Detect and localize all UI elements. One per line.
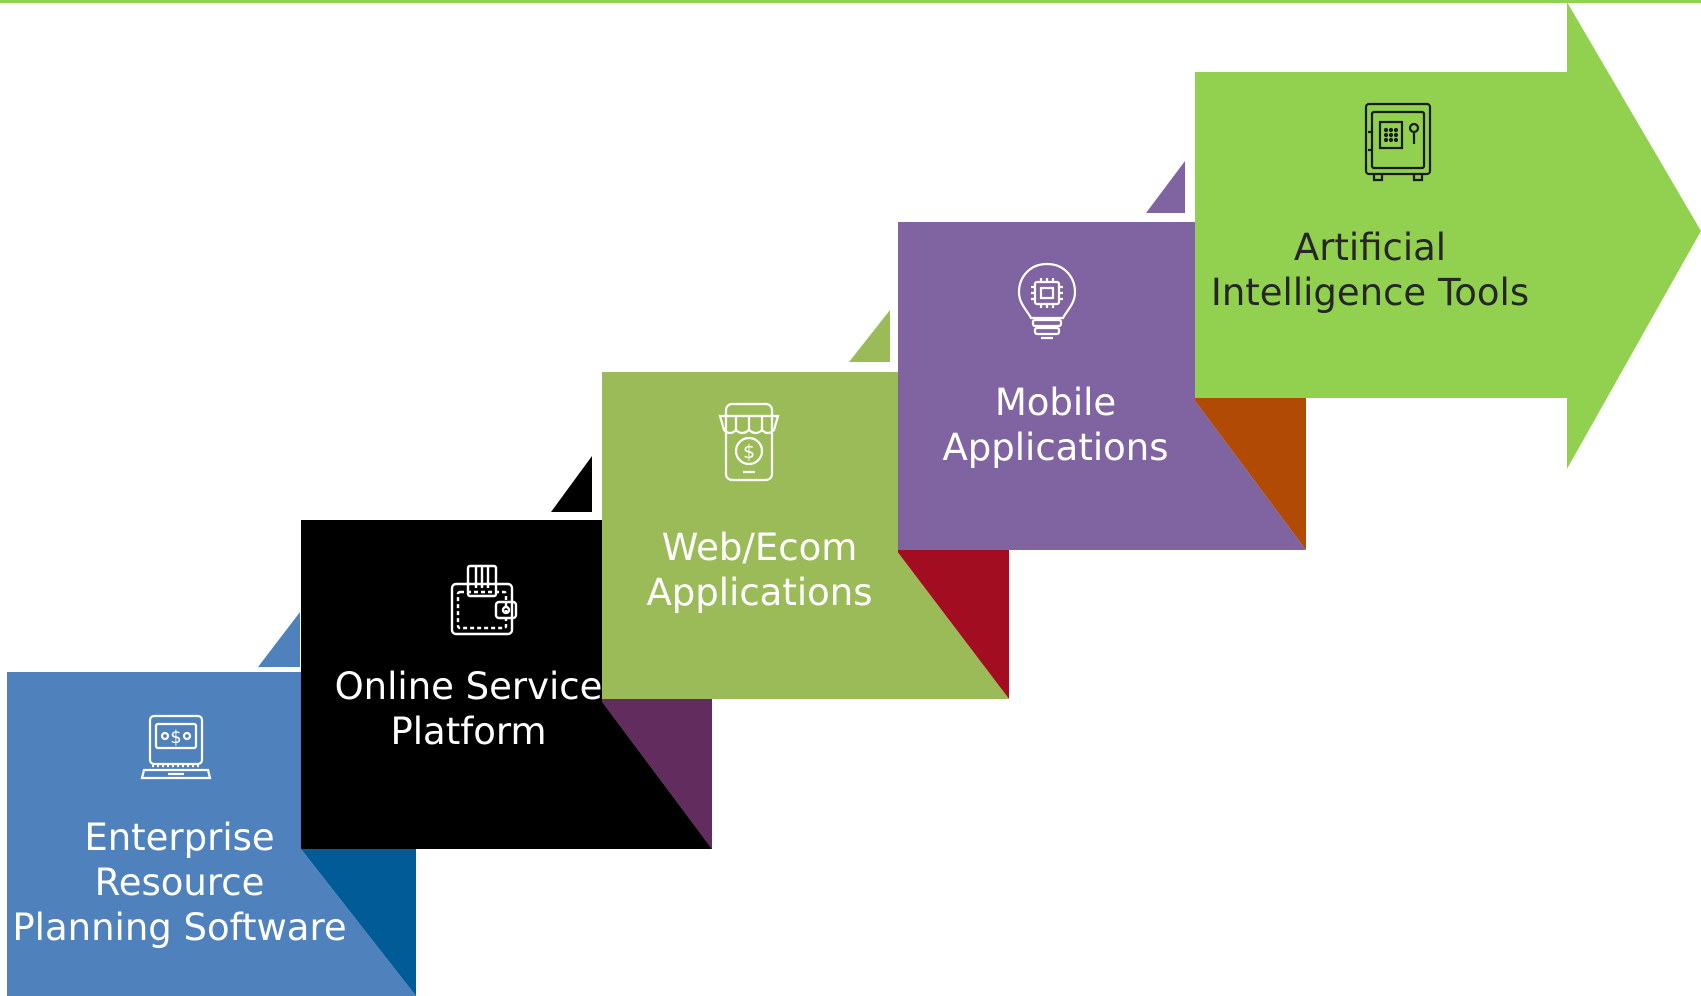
mobile-shop-icon: $ [718,402,780,482]
safe-icon [1364,102,1432,182]
step-2-fold-corner [600,699,712,849]
laptop-money-icon: $ [140,714,212,780]
step-1-block [7,672,301,996]
step-4-block [898,222,1195,550]
step-2-notch [551,456,592,512]
step-2-label: Online Service Platform [334,665,603,753]
svg-text:$: $ [170,727,181,748]
lightbulb-chip-icon [1017,262,1077,340]
step-4-label: Mobile Applications [942,381,1169,469]
step-3-label: Web/Ecom Applications [646,526,873,614]
svg-text:$: $ [743,441,755,463]
step-1-notch [258,612,300,667]
step-2-block [301,520,602,849]
step-4-notch [1146,161,1185,213]
step-4-fold-corner [1193,398,1306,550]
wallet-icon [450,564,518,636]
step-5-arrow [1195,2,1701,469]
step-1-fold-corner [301,849,416,996]
step-1-label: Enterprise Resource Planning Software [12,816,347,949]
step-3-fold-corner [896,550,1009,699]
top-accent-line [0,0,1701,3]
step-3-notch [849,310,890,362]
step-5-label: Artificial Intelligence Tools [1210,226,1530,314]
